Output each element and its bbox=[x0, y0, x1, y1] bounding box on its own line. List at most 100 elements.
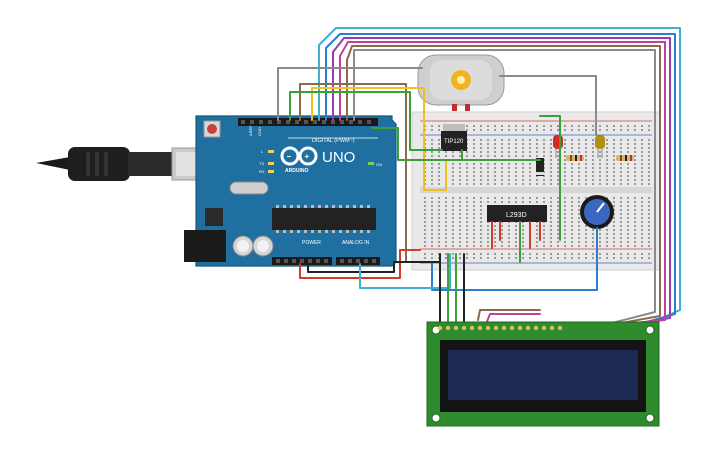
breadboard-hole[interactable] bbox=[494, 237, 496, 239]
breadboard-hole[interactable] bbox=[466, 237, 468, 239]
breadboard-hole[interactable] bbox=[571, 253, 573, 255]
breadboard-hole[interactable] bbox=[459, 233, 461, 235]
breadboard-hole[interactable] bbox=[466, 233, 468, 235]
breadboard-hole[interactable] bbox=[578, 129, 580, 131]
breadboard-hole[interactable] bbox=[634, 171, 636, 173]
breadboard-hole[interactable] bbox=[536, 225, 538, 227]
breadboard-hole[interactable] bbox=[648, 205, 650, 207]
breadboard-hole[interactable] bbox=[585, 159, 587, 161]
breadboard-hole[interactable] bbox=[557, 129, 559, 131]
breadboard-hole[interactable] bbox=[592, 237, 594, 239]
breadboard-hole[interactable] bbox=[620, 147, 622, 149]
breadboard-hole[interactable] bbox=[459, 163, 461, 165]
breadboard-hole[interactable] bbox=[473, 175, 475, 177]
breadboard-hole[interactable] bbox=[480, 217, 482, 219]
breadboard-hole[interactable] bbox=[508, 139, 510, 141]
breadboard-hole[interactable] bbox=[627, 257, 629, 259]
breadboard-hole[interactable] bbox=[473, 155, 475, 157]
breadboard-hole[interactable] bbox=[634, 241, 636, 243]
breadboard-hole[interactable] bbox=[529, 129, 531, 131]
breadboard-hole[interactable] bbox=[501, 197, 503, 199]
breadboard-hole[interactable] bbox=[480, 241, 482, 243]
breadboard-hole[interactable] bbox=[431, 167, 433, 169]
breadboard-hole[interactable] bbox=[641, 139, 643, 141]
breadboard-hole[interactable] bbox=[620, 125, 622, 127]
breadboard-hole[interactable] bbox=[571, 143, 573, 145]
breadboard-hole[interactable] bbox=[529, 197, 531, 199]
breadboard-hole[interactable] bbox=[459, 179, 461, 181]
breadboard-hole[interactable] bbox=[648, 159, 650, 161]
breadboard-hole[interactable] bbox=[634, 213, 636, 215]
breadboard-hole[interactable] bbox=[480, 147, 482, 149]
lcd-pin[interactable] bbox=[501, 325, 507, 331]
lcd-pin[interactable] bbox=[445, 325, 451, 331]
breadboard-hole[interactable] bbox=[620, 205, 622, 207]
breadboard-hole[interactable] bbox=[585, 257, 587, 259]
breadboard-hole[interactable] bbox=[564, 155, 566, 157]
breadboard-hole[interactable] bbox=[522, 229, 524, 231]
breadboard-hole[interactable] bbox=[620, 179, 622, 181]
breadboard-hole[interactable] bbox=[648, 125, 650, 127]
breadboard-hole[interactable] bbox=[543, 257, 545, 259]
breadboard-hole[interactable] bbox=[473, 225, 475, 227]
breadboard-hole[interactable] bbox=[522, 225, 524, 227]
breadboard-hole[interactable] bbox=[480, 163, 482, 165]
breadboard-hole[interactable] bbox=[613, 143, 615, 145]
breadboard-hole[interactable] bbox=[606, 129, 608, 131]
breadboard-hole[interactable] bbox=[564, 171, 566, 173]
breadboard-hole[interactable] bbox=[494, 171, 496, 173]
breadboard-hole[interactable] bbox=[585, 139, 587, 141]
breadboard-hole[interactable] bbox=[508, 125, 510, 127]
breadboard-hole[interactable] bbox=[585, 175, 587, 177]
breadboard-hole[interactable] bbox=[515, 151, 517, 153]
breadboard-hole[interactable] bbox=[501, 233, 503, 235]
breadboard-hole[interactable] bbox=[466, 213, 468, 215]
breadboard-hole[interactable] bbox=[438, 129, 440, 131]
breadboard-hole[interactable] bbox=[431, 201, 433, 203]
breadboard-hole[interactable] bbox=[627, 183, 629, 185]
breadboard-hole[interactable] bbox=[613, 221, 615, 223]
breadboard-hole[interactable] bbox=[438, 183, 440, 185]
breadboard-hole[interactable] bbox=[550, 183, 552, 185]
breadboard-hole[interactable] bbox=[578, 139, 580, 141]
breadboard-hole[interactable] bbox=[592, 159, 594, 161]
breadboard-hole[interactable] bbox=[515, 225, 517, 227]
breadboard-hole[interactable] bbox=[543, 197, 545, 199]
breadboard-hole[interactable] bbox=[641, 129, 643, 131]
breadboard-hole[interactable] bbox=[536, 129, 538, 131]
breadboard-hole[interactable] bbox=[438, 245, 440, 247]
breadboard-hole[interactable] bbox=[592, 229, 594, 231]
power-jack[interactable] bbox=[184, 230, 226, 262]
breadboard-hole[interactable] bbox=[487, 171, 489, 173]
breadboard-hole[interactable] bbox=[606, 237, 608, 239]
breadboard-hole[interactable] bbox=[571, 241, 573, 243]
breadboard-hole[interactable] bbox=[438, 225, 440, 227]
breadboard-hole[interactable] bbox=[627, 221, 629, 223]
breadboard-hole[interactable] bbox=[543, 179, 545, 181]
breadboard-hole[interactable] bbox=[620, 221, 622, 223]
breadboard-hole[interactable] bbox=[466, 253, 468, 255]
breadboard-hole[interactable] bbox=[445, 233, 447, 235]
breadboard-hole[interactable] bbox=[592, 167, 594, 169]
breadboard-hole[interactable] bbox=[592, 163, 594, 165]
breadboard-hole[interactable] bbox=[529, 167, 531, 169]
breadboard-hole[interactable] bbox=[515, 179, 517, 181]
breadboard-hole[interactable] bbox=[536, 201, 538, 203]
breadboard-hole[interactable] bbox=[634, 125, 636, 127]
breadboard-hole[interactable] bbox=[438, 167, 440, 169]
breadboard-hole[interactable] bbox=[466, 125, 468, 127]
lcd-pin[interactable] bbox=[469, 325, 475, 331]
breadboard-hole[interactable] bbox=[634, 129, 636, 131]
breadboard-hole[interactable] bbox=[564, 225, 566, 227]
breadboard-hole[interactable] bbox=[431, 175, 433, 177]
breadboard-hole[interactable] bbox=[627, 179, 629, 181]
breadboard-hole[interactable] bbox=[648, 197, 650, 199]
led-yellow[interactable] bbox=[595, 135, 605, 158]
breadboard-hole[interactable] bbox=[550, 171, 552, 173]
breadboard-hole[interactable] bbox=[445, 201, 447, 203]
breadboard-hole[interactable] bbox=[592, 139, 594, 141]
breadboard-hole[interactable] bbox=[431, 129, 433, 131]
breadboard-hole[interactable] bbox=[431, 139, 433, 141]
breadboard-hole[interactable] bbox=[641, 205, 643, 207]
breadboard-hole[interactable] bbox=[424, 237, 426, 239]
